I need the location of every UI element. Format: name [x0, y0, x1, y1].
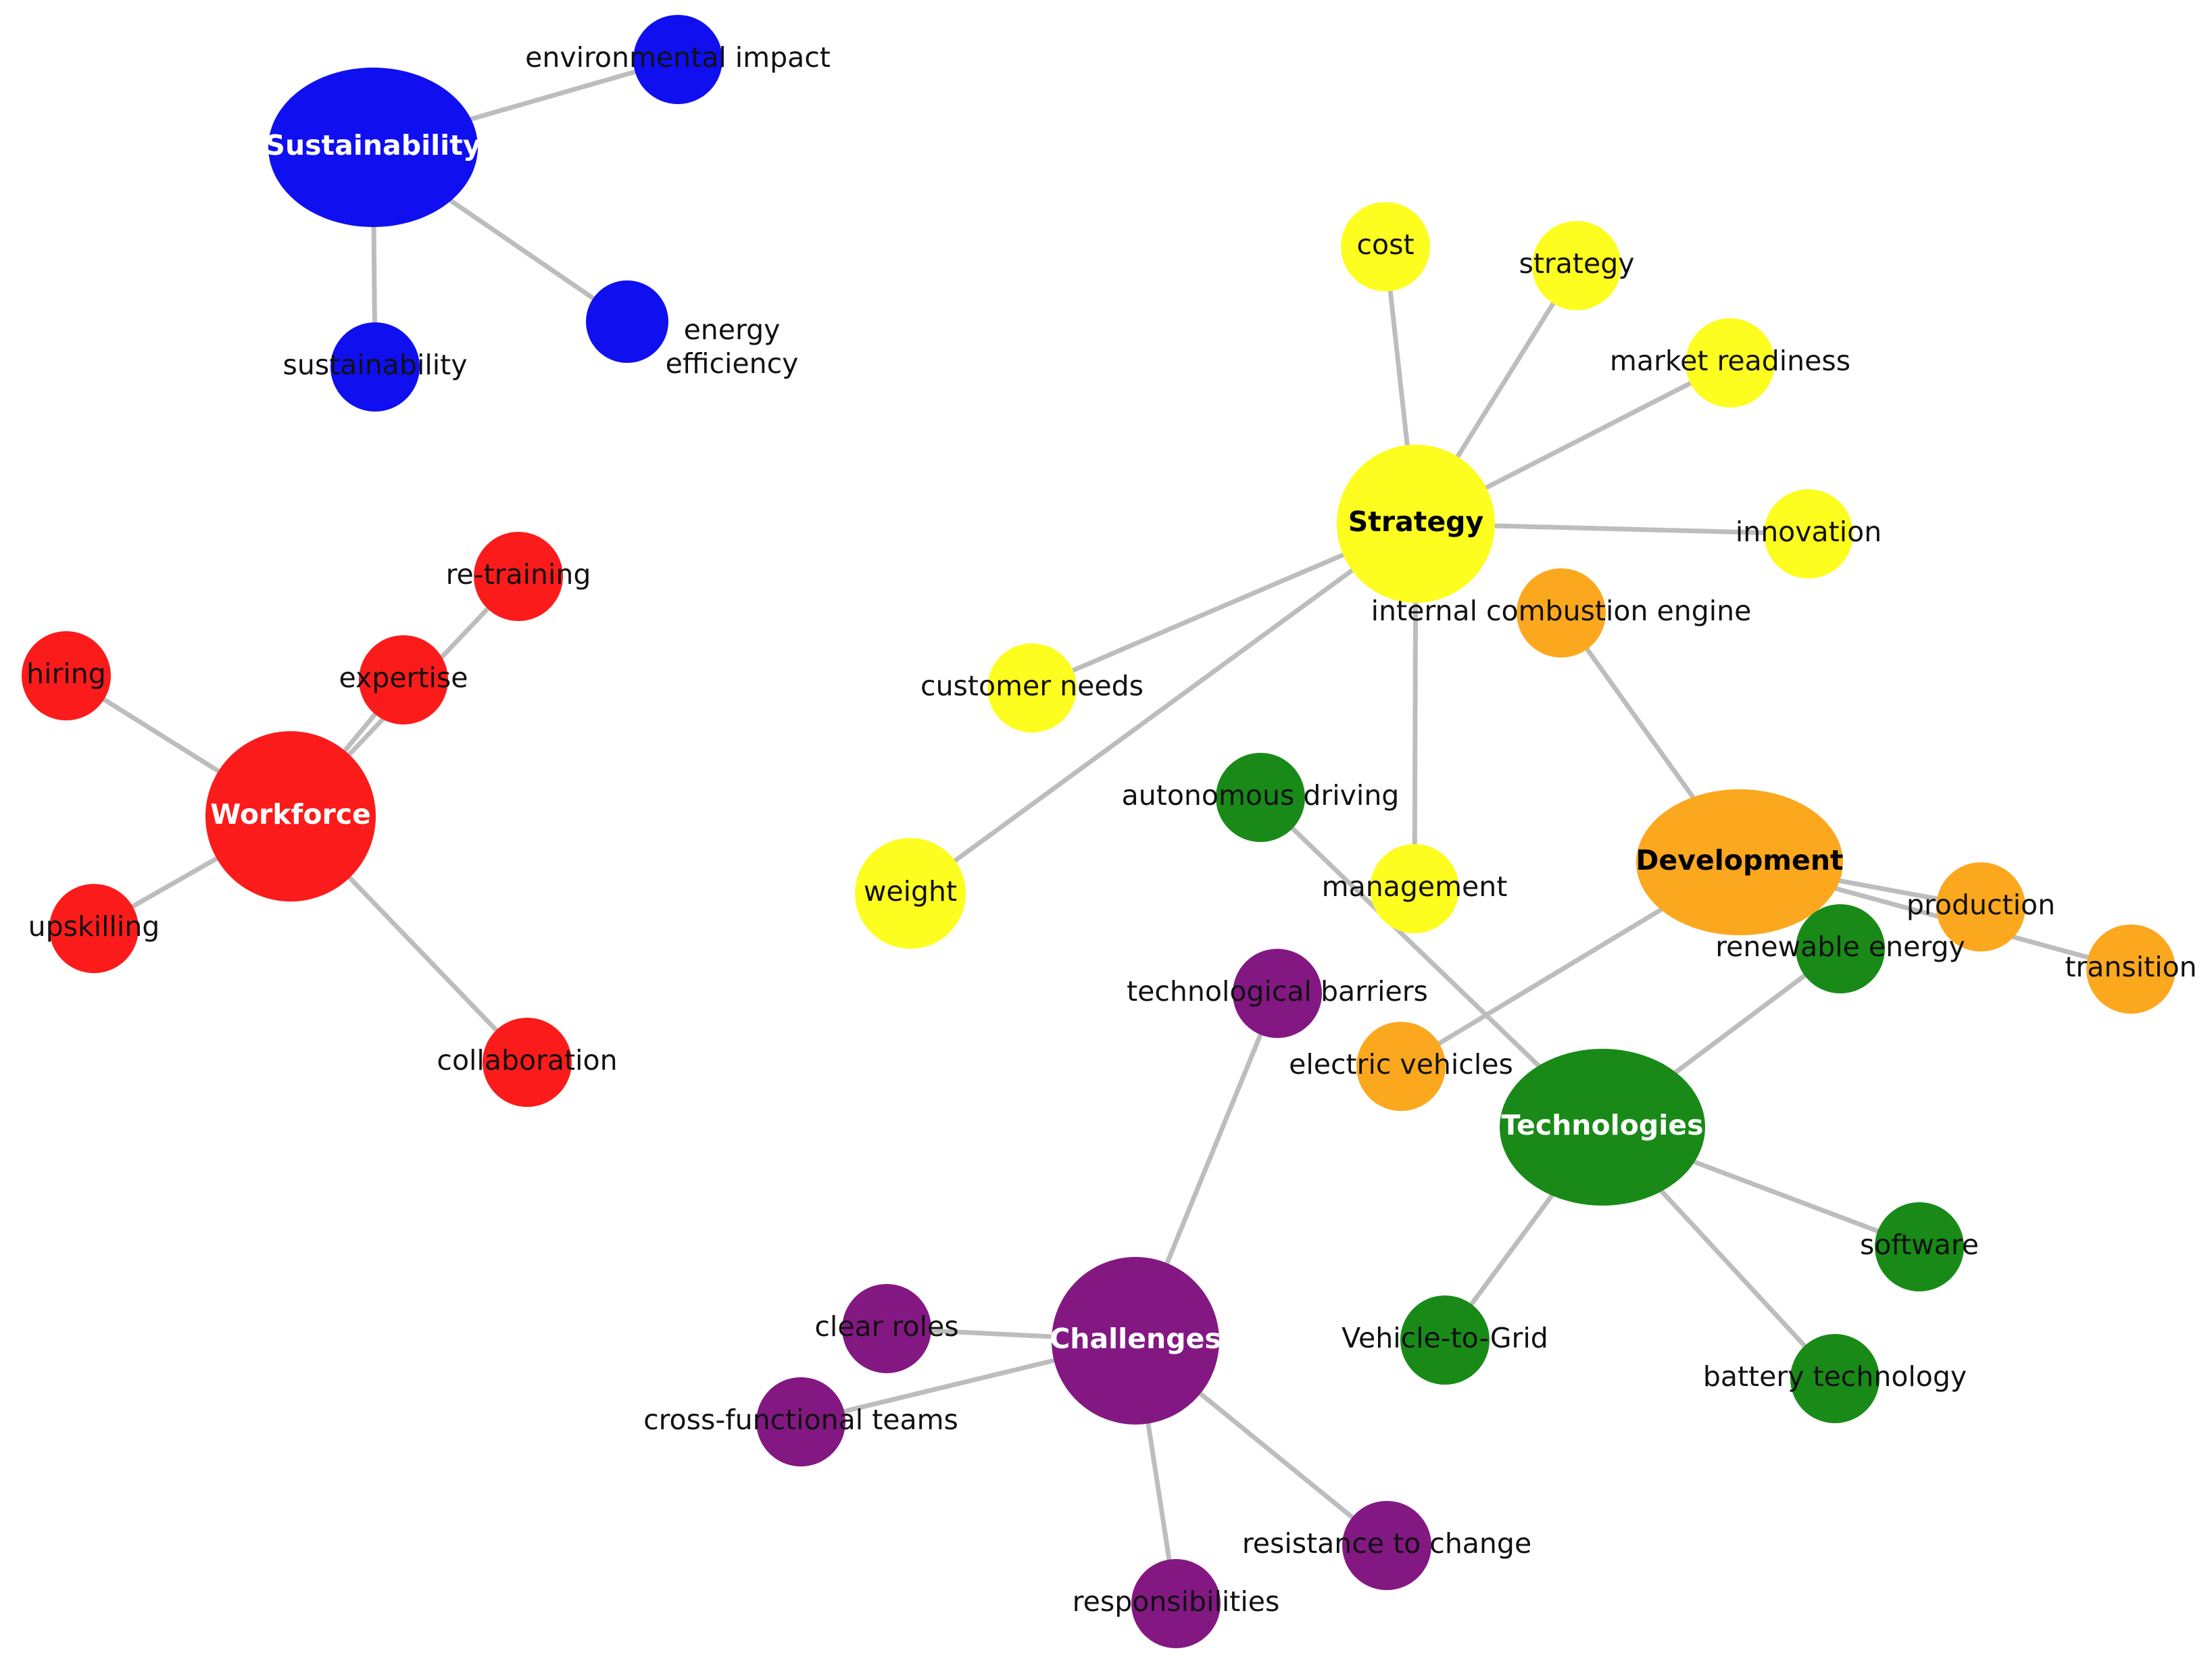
label-cross-functional-teams: cross-functional teams [643, 1404, 958, 1436]
label-software: software [1860, 1229, 1979, 1261]
node-battery-technology [1790, 1334, 1879, 1423]
node-energy-efficiency [586, 280, 668, 363]
hub-node-workforce-hub [205, 731, 376, 901]
label-environmental-impact: environmental impact [525, 41, 831, 74]
hub-node-challenges-hub [1052, 1257, 1219, 1425]
label-electric-vehicles: electric vehicles [1289, 1048, 1513, 1081]
node-sustainability [330, 322, 420, 412]
label-strategy-hub: Strategy [1348, 505, 1484, 538]
nodes-layer [22, 15, 2176, 1648]
node-collaboration [483, 1018, 572, 1107]
label-clear-roles: clear roles [814, 1310, 958, 1343]
label-responsibilities: responsibilities [1073, 1585, 1280, 1618]
label-resistance-to-change: resistance to change [1242, 1527, 1531, 1560]
node-transition [2086, 924, 2176, 1014]
node-environmental-impact [633, 15, 722, 104]
label-battery-technology: battery technology [1703, 1360, 1967, 1393]
label-sustainability-hub: Sustainability [265, 129, 481, 162]
label-market-readiness: market readiness [1610, 345, 1850, 377]
node-weight [855, 838, 966, 949]
node-innovation [1764, 489, 1853, 578]
edge-strategy-hub-to-weight [908, 521, 1419, 896]
hub-node-technologies-hub [1500, 1049, 1705, 1206]
hub-node-sustainability-hub [268, 68, 478, 227]
label-technologies-hub: Technologies [1501, 1109, 1703, 1141]
node-resistance-to-change [1342, 1501, 1431, 1590]
node-vehicle-to-grid [1400, 1295, 1490, 1385]
label-innovation: innovation [1736, 516, 1882, 548]
label-re-training: re-training [446, 558, 591, 591]
node-production [1936, 862, 2025, 951]
node-clear-roles [842, 1284, 931, 1373]
node-upskilling [49, 884, 139, 973]
node-re-training [474, 532, 563, 621]
node-market-readiness [1686, 318, 1775, 407]
label-technological-barriers: technological barriers [1127, 975, 1428, 1008]
node-management [1370, 844, 1459, 933]
node-expertise [359, 635, 448, 724]
label-collaboration: collaboration [437, 1044, 617, 1077]
label-sustainability: sustainability [283, 349, 468, 381]
label-upskilling: upskilling [28, 910, 160, 943]
label-strategy: strategy [1519, 247, 1634, 280]
node-customer-needs [987, 643, 1077, 733]
label-production: production [1907, 889, 2055, 921]
label-workforce-hub: Workforce [210, 798, 371, 831]
labels-layer: Sustainability environmental impact sustai… [26, 41, 2196, 1618]
node-strategy [1532, 221, 1621, 310]
label-challenges-hub: Challenges [1050, 1322, 1221, 1355]
node-cost [1341, 202, 1430, 291]
node-responsibilities [1131, 1559, 1221, 1648]
label-renewable-energy: renewable energy [1715, 931, 1965, 963]
label-customer-needs: customer needs [920, 670, 1144, 702]
node-renewable-energy [1796, 904, 1885, 993]
label-development-hub: Development [1636, 844, 1843, 876]
node-electric-vehicles [1356, 1022, 1446, 1111]
label-hiring: hiring [26, 658, 106, 690]
node-internal-combustion-engine [1517, 568, 1606, 658]
node-software [1875, 1202, 1964, 1291]
label-management: management [1322, 870, 1508, 903]
label-autonomous-driving: autonomous driving [1122, 779, 1400, 812]
node-technological-barriers [1233, 949, 1322, 1038]
label-internal-combustion-engine: internal combustion engine [1371, 595, 1752, 627]
label-vehicle-to-grid: Vehicle-to-Grid [1342, 1322, 1548, 1354]
label-cost: cost [1356, 228, 1414, 261]
hub-node-strategy-hub [1337, 445, 1495, 603]
node-autonomous-driving [1216, 753, 1305, 842]
label-weight: weight [864, 875, 957, 908]
node-hiring [22, 631, 111, 720]
node-cross-functional-teams [756, 1377, 845, 1466]
label-transition: transition [2065, 951, 2196, 983]
label-expertise: expertise [339, 662, 468, 694]
hub-node-development-hub [1636, 789, 1843, 935]
